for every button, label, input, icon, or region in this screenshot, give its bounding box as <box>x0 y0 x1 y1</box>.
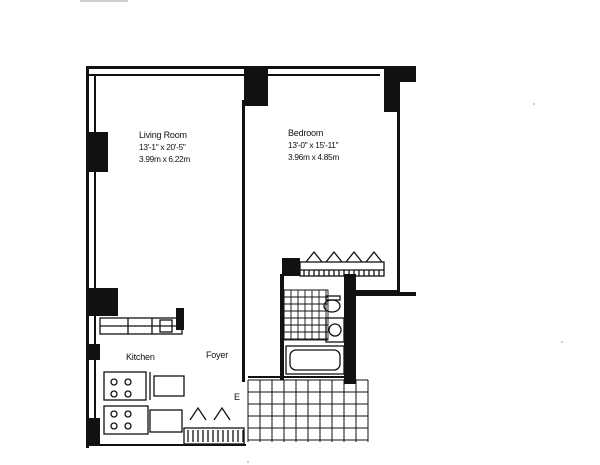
refrigerator-icon <box>103 405 183 435</box>
door-swing-icon <box>189 406 231 421</box>
bedroom-name: Bedroom <box>288 128 323 138</box>
stove-burners-icon <box>103 371 185 401</box>
sink-icon <box>325 317 345 343</box>
scan-speck <box>533 103 535 105</box>
living-room-name: Living Room <box>139 130 187 140</box>
entry-marker: E <box>234 392 240 402</box>
scan-artifact <box>80 0 128 2</box>
living-room-dim-imperial: 13'-1" x 20'-5" <box>139 142 186 152</box>
bathroom-tile-floor <box>283 289 329 341</box>
foyer-tile-floor <box>247 379 369 442</box>
foyer-name: Foyer <box>206 350 228 360</box>
entry-threshold <box>183 427 245 445</box>
kitchen-counter <box>99 317 183 335</box>
exterior-walls <box>86 66 416 448</box>
toilet-icon <box>323 295 341 313</box>
bedroom-dim-imperial: 13'-0" x 15'-11" <box>288 140 339 150</box>
living-room-label-group: Living Room 13'-1" x 20'-5" 3.99m x 6.22… <box>139 130 191 164</box>
scan-speck <box>561 341 563 343</box>
radiator-icon <box>299 250 385 277</box>
bathtub-icon <box>285 345 345 375</box>
kitchen-name: Kitchen <box>126 352 155 362</box>
scan-speck <box>247 461 249 463</box>
bedroom-label-group: Bedroom 13'-0" x 15'-11" 3.96m x 4.85m <box>288 128 340 162</box>
bedroom-dim-metric: 3.96m x 4.85m <box>288 152 339 162</box>
living-room-dim-metric: 3.99m x 6.22m <box>139 154 190 164</box>
